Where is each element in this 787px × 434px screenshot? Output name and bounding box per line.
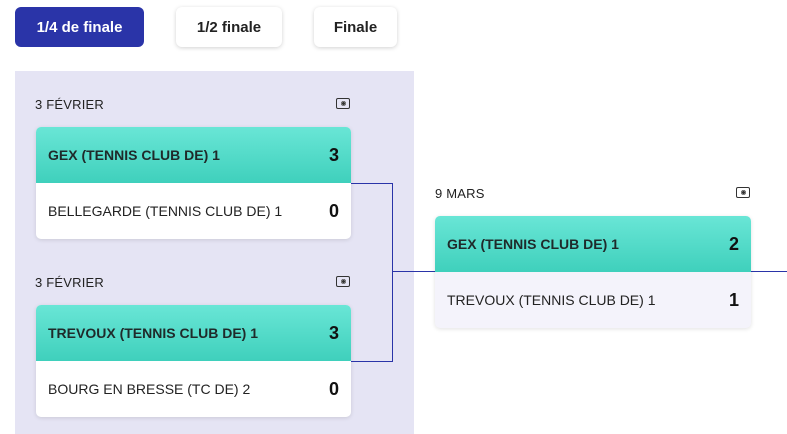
match-date: 3 FÉVRIER [35, 97, 104, 112]
team-score: 0 [328, 200, 339, 221]
bracket-connector [392, 183, 393, 362]
video-icon[interactable] [736, 187, 750, 198]
match-date: 9 MARS [435, 186, 485, 201]
match-card[interactable]: TREVOUX (TENNIS CLUB DE) 1 3 BOURG EN BR… [36, 305, 351, 417]
team-name: GEX (TENNIS CLUB DE) 1 [48, 147, 220, 163]
team-name: TREVOUX (TENNIS CLUB DE) 1 [48, 325, 259, 341]
team-score: 3 [328, 322, 339, 343]
team-name: TREVOUX (TENNIS CLUB DE) 1 [447, 292, 656, 308]
team-row-winner[interactable]: GEX (TENNIS CLUB DE) 1 2 [435, 216, 751, 272]
bracket-connector [751, 271, 787, 272]
tab-quarter-finals[interactable]: 1/4 de finale [15, 7, 144, 47]
team-row[interactable]: BELLEGARDE (TENNIS CLUB DE) 1 0 [36, 183, 351, 239]
team-score: 0 [328, 378, 339, 399]
team-row-winner[interactable]: TREVOUX (TENNIS CLUB DE) 1 3 [36, 305, 351, 361]
bracket-connector [392, 271, 435, 272]
bracket-connector [351, 361, 393, 362]
match-card[interactable]: GEX (TENNIS CLUB DE) 1 2 TREVOUX (TENNIS… [435, 216, 751, 328]
bracket-connector [351, 183, 393, 184]
team-name: BOURG EN BRESSE (TC DE) 2 [48, 381, 251, 397]
video-icon[interactable] [336, 98, 350, 109]
match-date: 3 FÉVRIER [35, 275, 104, 290]
video-icon[interactable] [336, 276, 350, 287]
match-card[interactable]: GEX (TENNIS CLUB DE) 1 3 BELLEGARDE (TEN… [36, 127, 351, 239]
team-score: 3 [328, 144, 339, 165]
team-name: BELLEGARDE (TENNIS CLUB DE) 1 [48, 203, 283, 219]
team-row[interactable]: BOURG EN BRESSE (TC DE) 2 0 [36, 361, 351, 417]
tab-semi-finals[interactable]: 1/2 finale [176, 7, 282, 47]
team-score: 2 [728, 233, 739, 254]
team-name: GEX (TENNIS CLUB DE) 1 [447, 236, 619, 252]
team-row-winner[interactable]: GEX (TENNIS CLUB DE) 1 3 [36, 127, 351, 183]
team-row[interactable]: TREVOUX (TENNIS CLUB DE) 1 1 [435, 272, 751, 328]
team-score: 1 [728, 289, 739, 310]
tab-final[interactable]: Finale [314, 7, 397, 47]
